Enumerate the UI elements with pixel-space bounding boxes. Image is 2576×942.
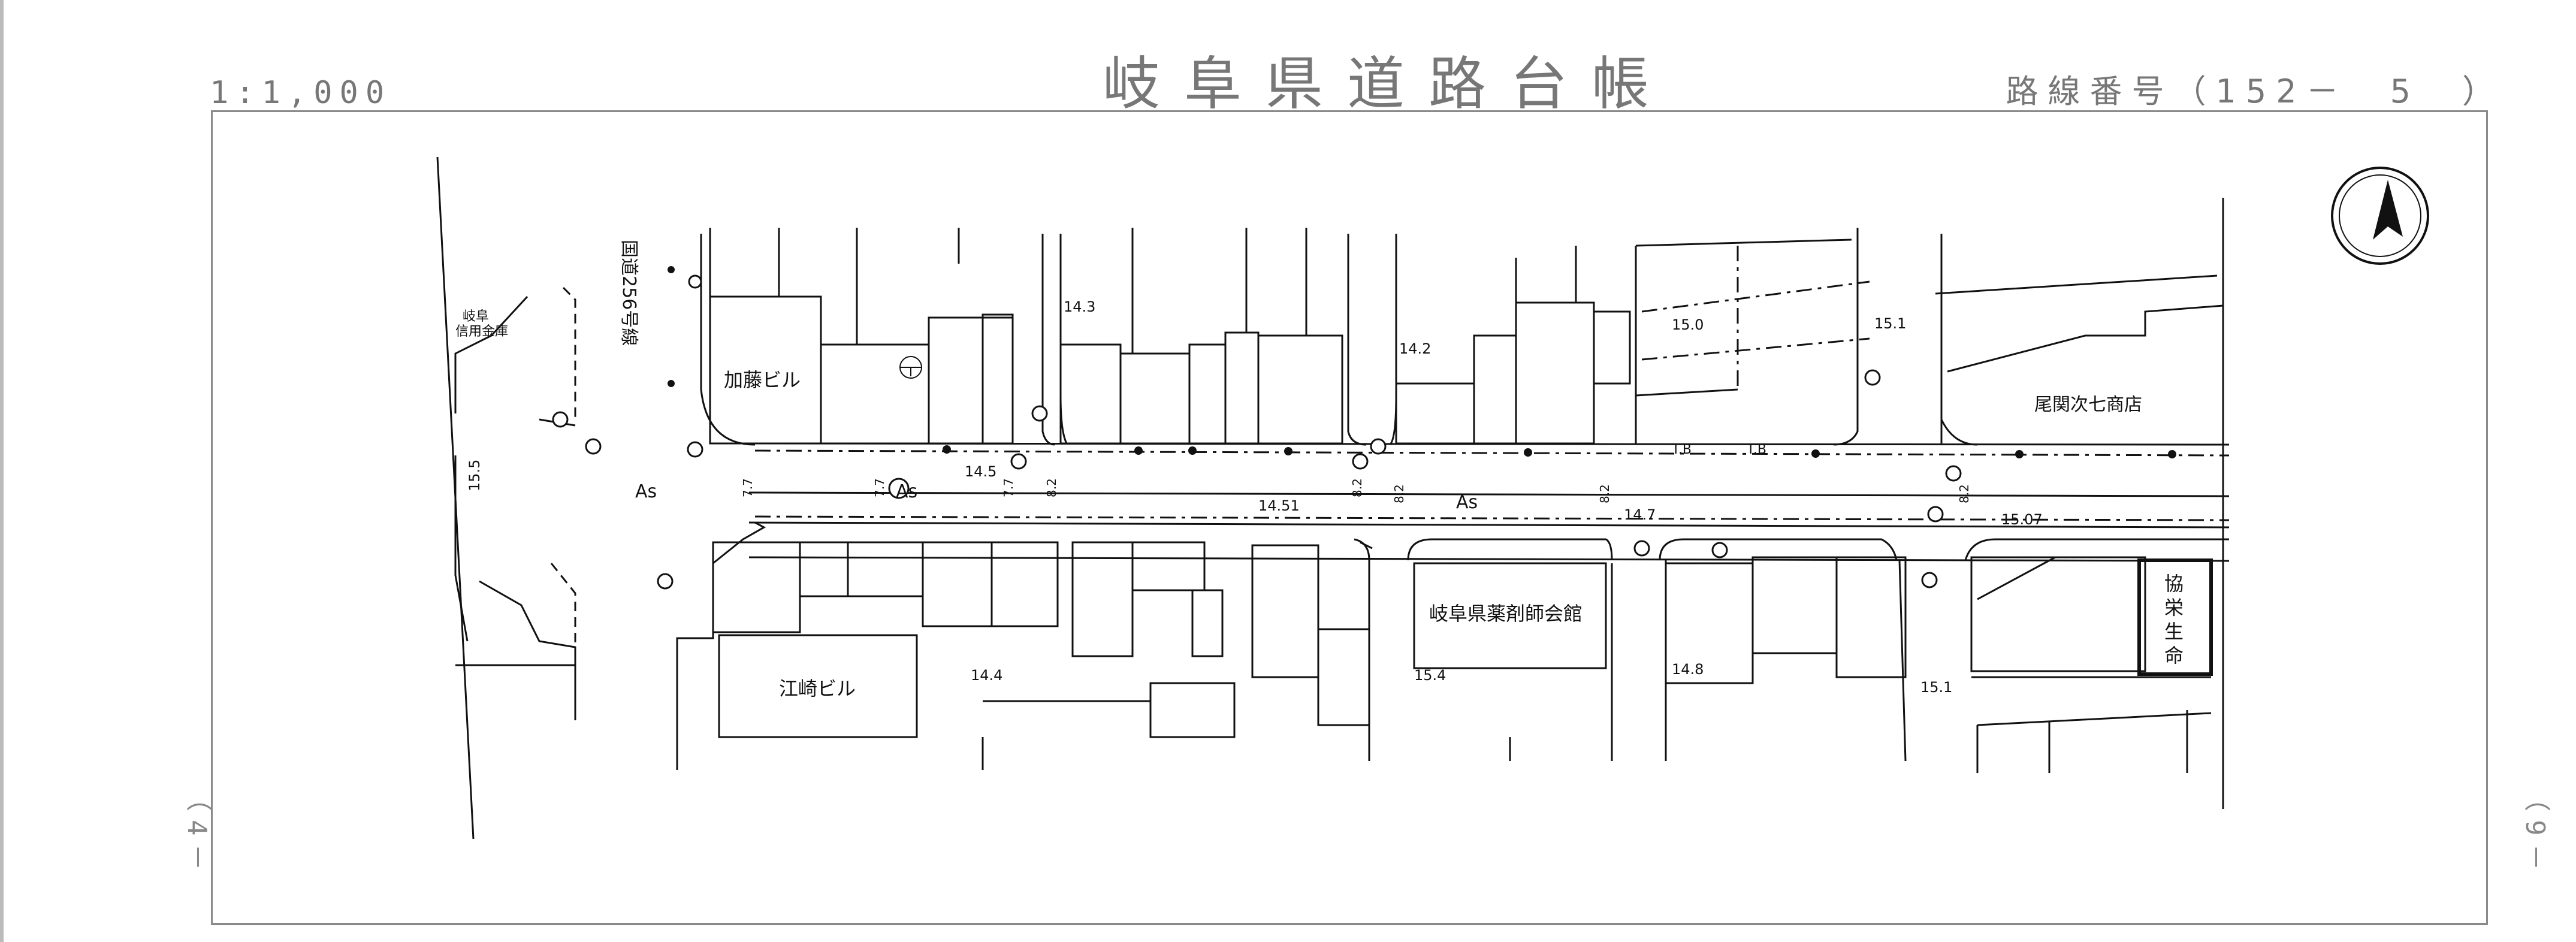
label-as-2: As	[896, 481, 917, 502]
width-7-7c: 7.7	[1001, 478, 1016, 497]
width-8-2a: 8.2	[1044, 478, 1059, 497]
height-14-8: 14.8	[1672, 661, 1704, 678]
height-15-4: 15.4	[1414, 667, 1446, 684]
label-kyoei-2: 栄	[2164, 596, 2184, 619]
scale-label: 1:1,000	[210, 75, 392, 111]
label-ozeki: 尾関次七商店	[2034, 394, 2142, 415]
sheet-ref-right: （9－	[2520, 785, 2550, 879]
label-yakuzaishi: 岐阜県薬剤師会館	[1429, 602, 1583, 625]
height-15-07: 15.07	[2001, 511, 2043, 528]
height-14-5: 14.5	[965, 463, 996, 480]
width-7-7a: 7.7	[741, 478, 755, 497]
width-8-2d: 8.2	[1597, 484, 1612, 503]
sheet-ref-left: （4－	[182, 785, 212, 879]
tb-1: T.B	[1671, 442, 1692, 457]
height-14-7: 14.7	[1624, 506, 1656, 523]
width-8-2c: 8.2	[1392, 484, 1406, 503]
width-8-2e: 8.2	[1957, 484, 1971, 503]
width-7-7b: 7.7	[872, 478, 887, 497]
bottom-border	[211, 923, 2488, 925]
map-header: 1:1,000 岐阜県道路台帳 路線番号（152－ 5 ）	[0, 0, 2576, 117]
label-kokudo: 国道256号線	[618, 240, 639, 346]
label-kyoei-3: 生	[2164, 620, 2184, 643]
label-as-1: As	[635, 481, 657, 502]
label-kyoei-1: 協	[2164, 572, 2184, 595]
height-14-3: 14.3	[1064, 298, 1095, 315]
height-15-1b: 15.1	[1920, 679, 1952, 696]
height-14-51: 14.51	[1258, 497, 1300, 514]
label-ezaki-bldg: 江崎ビル	[779, 677, 856, 700]
height-15-5: 15.5	[466, 460, 483, 491]
label-shinkin-2: 信用金庫	[455, 324, 508, 339]
height-15-1a: 15.1	[1874, 315, 1906, 332]
height-14-4: 14.4	[971, 667, 1002, 684]
map-title: 岐阜県道路台帳	[1103, 50, 1673, 117]
label-kyoei-4: 命	[2164, 644, 2184, 667]
north-arrow-icon	[2331, 167, 2429, 265]
label-kato-bldg: 加藤ビル	[724, 369, 801, 391]
width-8-2b: 8.2	[1350, 478, 1364, 497]
label-as-3: As	[1456, 492, 1478, 513]
tb-2: T.B	[1746, 442, 1766, 457]
label-shinkin-1: 岐阜	[463, 309, 489, 324]
height-15-0: 15.0	[1672, 316, 1704, 333]
height-14-2: 14.2	[1399, 340, 1431, 357]
page-edge	[0, 0, 4, 942]
route-number: 路線番号（152－ 5 ）	[2006, 73, 2504, 110]
